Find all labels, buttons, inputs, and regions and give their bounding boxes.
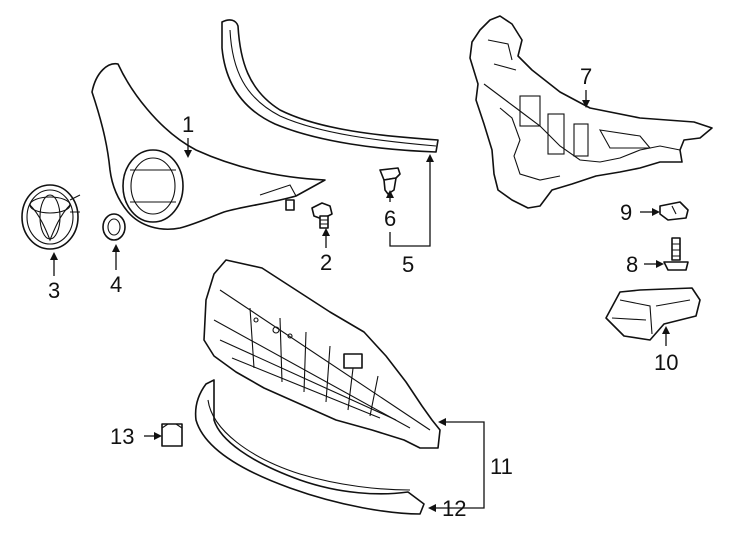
stud-bolt [663, 237, 689, 271]
air-duct [605, 287, 701, 341]
leader-lines [50, 90, 670, 512]
callout-8: 8 [626, 252, 638, 277]
callout-12: 12 [442, 496, 466, 521]
callout-2: 2 [320, 250, 332, 275]
callout-4: 4 [110, 272, 122, 297]
upper-molding-strip [221, 19, 439, 153]
callout-1: 1 [182, 112, 194, 137]
callout-5: 5 [402, 252, 414, 277]
upper-grille-cover [91, 63, 326, 230]
push-clip [379, 167, 401, 195]
callout-11: 11 [490, 454, 513, 479]
lower-grille [203, 259, 441, 449]
callout-10: 10 [654, 350, 678, 375]
emblem [21, 184, 81, 250]
grille-bracket [469, 15, 713, 209]
bolt [311, 202, 333, 229]
callout-7: 7 [580, 64, 592, 89]
callout-9: 9 [620, 200, 632, 225]
callout-3: 3 [48, 278, 60, 303]
callout-13: 13 [110, 424, 134, 449]
lower-molding [194, 379, 425, 515]
small-clip-block [161, 423, 183, 447]
clip-nut [659, 201, 689, 221]
callout-labels: 1 2 3 4 5 6 7 8 9 10 11 12 13 [48, 64, 678, 521]
emblem-grommet [102, 213, 126, 241]
callout-6: 6 [384, 206, 396, 231]
